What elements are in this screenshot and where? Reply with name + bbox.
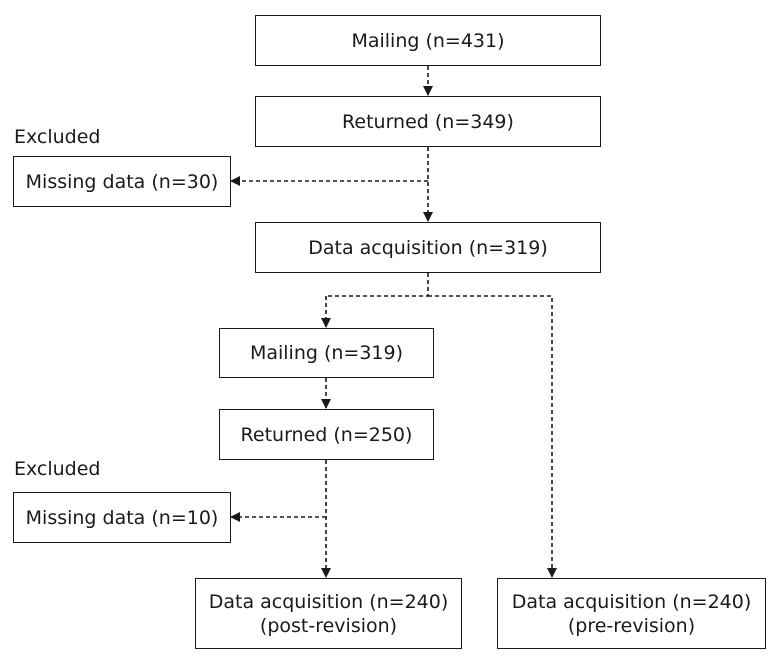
post-revision-line2: (post-revision) <box>259 614 398 637</box>
returned-349-text: Returned (n=349) <box>342 110 514 133</box>
pre-revision-box: Data acquisition (n=240) (pre-revision) <box>497 578 766 649</box>
missing-data-30-box: Missing data (n=30) <box>13 156 231 207</box>
mailing-431-text: Mailing (n=431) <box>351 29 505 52</box>
split-connector <box>326 273 429 297</box>
pre-revision-line1: Data acquisition (n=240) <box>511 590 752 613</box>
arrow-to-pre-revision <box>428 295 557 578</box>
missing-data-10-box: Missing data (n=10) <box>13 492 231 543</box>
data-acquisition-319-text: Data acquisition (n=319) <box>308 236 548 259</box>
data-acquisition-319-box: Data acquisition (n=319) <box>255 222 601 273</box>
excluded-label-2: Excluded <box>14 458 101 480</box>
missing-data-10-text: Missing data (n=10) <box>25 506 219 529</box>
returned-349-box: Returned (n=349) <box>255 96 601 147</box>
excluded-label-1: Excluded <box>14 126 101 148</box>
mailing-319-text: Mailing (n=319) <box>249 342 404 364</box>
returned-250-text: Returned (n=250) <box>240 423 413 446</box>
pre-revision-line2: (pre-revision) <box>567 614 696 637</box>
post-revision-line1: Data acquisition (n=240) <box>208 590 449 613</box>
returned-250-box: Returned (n=250) <box>219 409 434 460</box>
post-revision-box: Data acquisition (n=240) (post-revision) <box>195 578 462 649</box>
mailing-319-box: Mailing (n=319) <box>219 328 434 378</box>
missing-data-30-text: Missing data (n=30) <box>25 170 219 193</box>
mailing-431-box: Mailing (n=431) <box>255 15 601 66</box>
